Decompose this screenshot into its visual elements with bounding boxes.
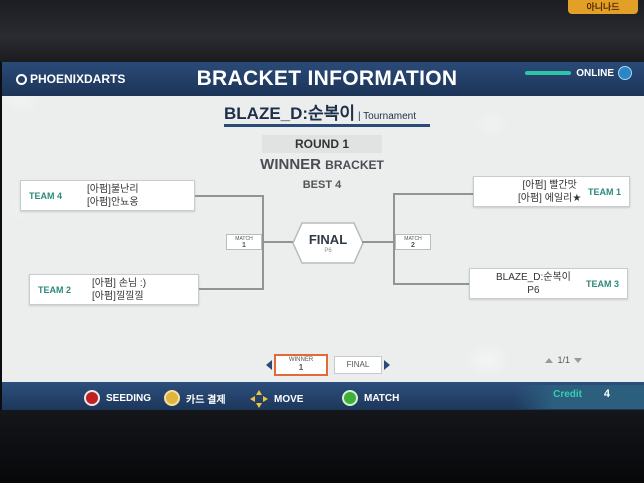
player-name: [아펌] 빨간맛 bbox=[522, 180, 577, 191]
tab-label: WINNER bbox=[288, 357, 314, 363]
online-status-label: ONLINE bbox=[576, 67, 614, 79]
match-label: MATCH bbox=[364, 392, 400, 404]
dpad-arrows-icon bbox=[250, 390, 268, 408]
match-label: MATCH bbox=[235, 236, 253, 242]
bezel-badge: 아니나드 bbox=[568, 0, 638, 14]
card-payment-control[interactable]: 카드 결제 bbox=[164, 390, 226, 406]
team-players: [아펌]불난리 [아펌]안뇨옹 bbox=[87, 183, 139, 209]
page-down-icon[interactable] bbox=[574, 357, 582, 363]
seeding-label: SEEDING bbox=[106, 392, 152, 404]
final-match[interactable]: FINAL P6 bbox=[292, 221, 364, 265]
team-players: [아펌] 손님 :) [아펌]낄낄낄 bbox=[92, 277, 146, 303]
team-players: BLAZE_D:순복이 P6 bbox=[496, 271, 571, 297]
player-name: P6 bbox=[527, 285, 540, 296]
final-winner: P6 bbox=[324, 248, 332, 254]
bracket-line bbox=[195, 195, 263, 197]
tournament-title: BLAZE_D:순복이 | Tournament bbox=[224, 102, 430, 127]
page-title: BRACKET INFORMATION bbox=[2, 67, 644, 91]
match-box-1[interactable]: MATCH 1 bbox=[226, 234, 262, 250]
nav-left-arrow-icon[interactable] bbox=[266, 360, 272, 370]
header-bar: PHOENIXDARTS BRACKET INFORMATION ONLINE bbox=[2, 62, 644, 96]
tournament-type: | Tournament bbox=[357, 111, 416, 122]
credit-panel bbox=[514, 385, 644, 409]
bracket-sub: BRACKET bbox=[325, 158, 384, 172]
player-name: [아펌]낄낄낄 bbox=[92, 291, 144, 302]
tournament-name: BLAZE_D:순복이 bbox=[224, 104, 355, 123]
final-hexagon bbox=[292, 222, 364, 264]
online-indicator-bar bbox=[525, 71, 571, 75]
online-status: ONLINE bbox=[576, 66, 632, 80]
match-label: MATCH bbox=[404, 236, 422, 242]
match-box-2[interactable]: MATCH 2 bbox=[395, 234, 431, 250]
page-number: 1/1 bbox=[557, 355, 570, 365]
monitor-bezel-top: 아니나드 bbox=[0, 0, 644, 62]
bracket-label: WINNER BRACKET bbox=[222, 156, 422, 173]
move-label: MOVE bbox=[274, 393, 304, 405]
team-players: [아펌] 빨간맛 [아펌] 에일리★ bbox=[518, 179, 581, 205]
brand-logo: PHOENIXDARTS bbox=[16, 72, 125, 86]
bracket-tab-winner[interactable]: WINNER 1 bbox=[274, 354, 328, 376]
bracket-tab-final[interactable]: FINAL bbox=[334, 356, 382, 374]
game-screen: PHOENIXDARTS BRACKET INFORMATION ONLINE … bbox=[2, 62, 644, 412]
match-control[interactable]: MATCH bbox=[342, 390, 399, 406]
player-name: [아펌]안뇨옹 bbox=[87, 197, 139, 208]
bracket-main: WINNER bbox=[260, 156, 321, 173]
move-control[interactable]: MOVE bbox=[250, 390, 303, 408]
player-name: BLAZE_D:순복이 bbox=[496, 272, 571, 283]
bracket-line bbox=[262, 241, 294, 243]
phoenix-logo-icon bbox=[16, 73, 27, 85]
match-number: 1 bbox=[242, 242, 246, 249]
team-label: TEAM 2 bbox=[38, 285, 72, 295]
player-name: [아펌] 손님 :) bbox=[92, 278, 147, 289]
seeding-control[interactable]: SEEDING bbox=[84, 390, 151, 406]
team-slot-team2[interactable]: TEAM 2 [아펌] 손님 :) [아펌]낄낄낄 bbox=[29, 274, 199, 305]
brand-name: PHOENIXDARTS bbox=[30, 72, 126, 86]
match-number: 2 bbox=[411, 242, 415, 249]
bracket-line bbox=[393, 193, 474, 195]
team-slot-team3[interactable]: BLAZE_D:순복이 P6 TEAM 3 bbox=[469, 268, 628, 299]
bracket-line bbox=[393, 193, 395, 285]
player-name: [아펌]불난리 bbox=[87, 184, 139, 195]
bracket-line bbox=[393, 283, 470, 285]
globe-icon bbox=[618, 66, 632, 80]
player-name: [아펌] 에일리★ bbox=[518, 193, 582, 204]
credit-label: Credit bbox=[553, 389, 582, 400]
round-label: ROUND 1 bbox=[262, 135, 382, 153]
bracket-line bbox=[199, 288, 263, 290]
team-label: TEAM 3 bbox=[585, 279, 619, 289]
team-label: TEAM 4 bbox=[29, 191, 63, 201]
team-label: TEAM 1 bbox=[587, 187, 621, 197]
best-of-label: BEST 4 bbox=[302, 179, 342, 191]
red-button-icon bbox=[84, 390, 100, 406]
page-indicator: 1/1 bbox=[545, 355, 582, 365]
monitor-bezel-bottom bbox=[0, 410, 644, 483]
final-label: FINAL bbox=[308, 232, 348, 247]
card-payment-label: 카드 결제 bbox=[186, 394, 226, 406]
tab-number: 1 bbox=[298, 363, 304, 372]
green-button-icon bbox=[342, 390, 358, 406]
team-slot-team4[interactable]: TEAM 4 [아펌]불난리 [아펌]안뇨옹 bbox=[20, 180, 195, 211]
team-slot-team1[interactable]: [아펌] 빨간맛 [아펌] 에일리★ TEAM 1 bbox=[473, 176, 630, 207]
credit-value: 4 bbox=[603, 388, 610, 400]
footer-controls: SEEDING 카드 결제 MOVE MATCH Credit 4 bbox=[2, 382, 644, 412]
card-button-icon bbox=[164, 390, 180, 406]
page-up-icon[interactable] bbox=[545, 357, 554, 363]
page-title-text: BRACKET INFORMATION bbox=[196, 67, 458, 90]
screen-glare bbox=[472, 352, 502, 368]
bracket-line bbox=[362, 241, 394, 243]
screen-glare bbox=[12, 202, 26, 212]
nav-right-arrow-icon[interactable] bbox=[384, 360, 390, 370]
screen-glare bbox=[482, 118, 500, 130]
